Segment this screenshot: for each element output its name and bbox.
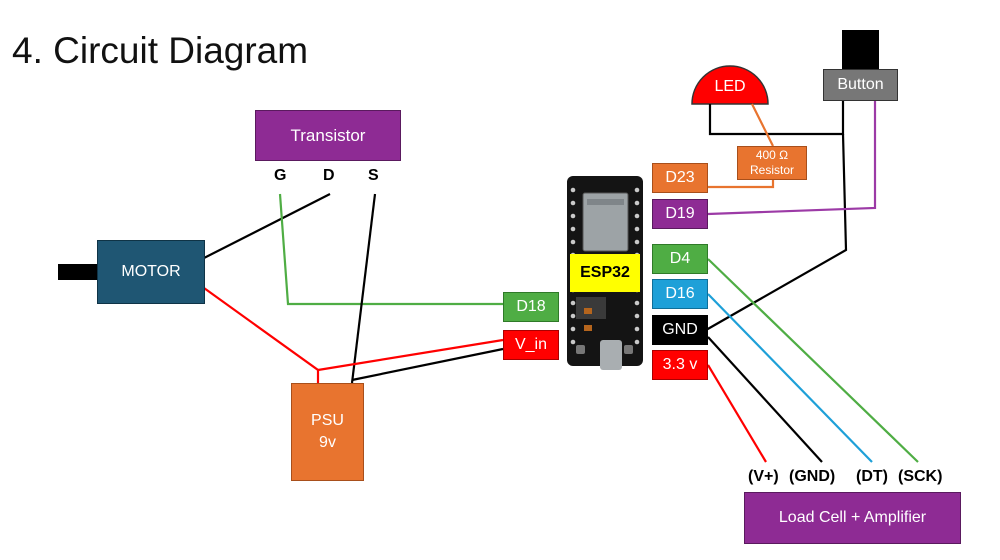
wire-led-button: [708, 100, 845, 136]
wire-psu-vin-red: [317, 338, 504, 372]
psu-label: PSU: [311, 412, 344, 429]
button-box: Button: [823, 69, 898, 101]
resistor-box: 400 Ω Resistor: [737, 146, 807, 180]
load-cell-box: Load Cell + Amplifier: [744, 492, 961, 544]
pin-gnd: GND: [652, 315, 708, 345]
wire-resistor-d23: [708, 180, 775, 189]
lc-pin-sck: (SCK): [898, 468, 943, 485]
esp32-label: ESP32: [570, 254, 640, 292]
pin-3v3: 3.3 v: [652, 350, 708, 380]
wire-source-psu: [350, 193, 377, 384]
wire-drain-motor: [203, 193, 331, 259]
psu-box: PSU 9v: [291, 383, 364, 481]
wire-psu-vin-black: [351, 347, 504, 382]
pin-v-in: V_in: [503, 330, 559, 360]
motor-box: MOTOR: [97, 240, 205, 304]
led-label: LED: [714, 78, 746, 95]
pin-d16: D16: [652, 279, 708, 309]
lc-pin-vplus: (V+): [748, 468, 779, 485]
button-plunger: [842, 30, 879, 70]
wire-d4-sck: [707, 258, 919, 463]
lc-pin-gnd: (GND): [789, 468, 836, 485]
wire-button-d19: [707, 100, 877, 216]
resistor-value: 400 Ω: [755, 148, 789, 162]
motor-shaft: [58, 264, 98, 280]
lc-pin-dt: (DT): [856, 468, 888, 485]
pin-d19: D19: [652, 199, 708, 229]
pin-d23: D23: [652, 163, 708, 193]
transistor-box: Transistor: [255, 110, 401, 161]
wire-motor-psu-red: [203, 287, 320, 383]
transistor-pin-s: S: [368, 167, 379, 184]
pin-d4: D4: [652, 244, 708, 274]
pin-d18: D18: [503, 292, 559, 322]
led-dome: [691, 65, 769, 105]
wire-gnd-lc: [707, 336, 823, 463]
wire-led-resistor: [751, 103, 774, 147]
wire-33v-vplus: [707, 364, 767, 463]
transistor-pin-g: G: [274, 167, 287, 184]
wire-gate-d18: [278, 193, 503, 306]
resistor-label: Resistor: [749, 163, 794, 177]
transistor-pin-d: D: [323, 167, 335, 184]
esp32-board: [567, 176, 643, 370]
page-title: 4. Circuit Diagram: [12, 30, 309, 71]
psu-voltage: 9v: [319, 434, 336, 451]
wire-d16-dt: [707, 293, 873, 463]
